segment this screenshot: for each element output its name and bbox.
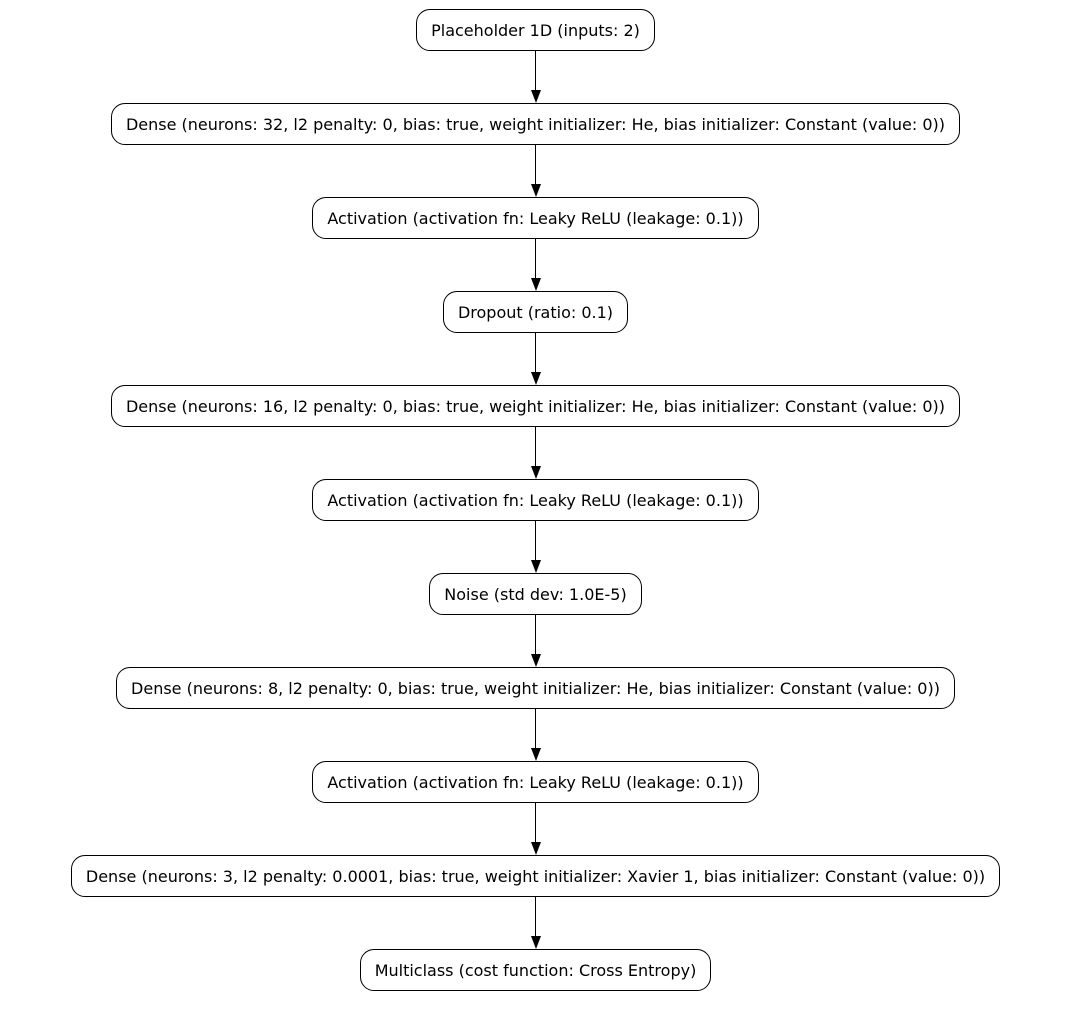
edge-line	[534, 803, 537, 842]
node-activation-2[interactable]: Activation (activation fn: Leaky ReLU (l…	[312, 479, 759, 521]
arrow-down-icon	[530, 90, 541, 103]
edge-line	[534, 427, 537, 466]
edge-connector	[530, 521, 541, 573]
node-multiclass[interactable]: Multiclass (cost function: Cross Entropy…	[359, 949, 712, 991]
edge-connector	[530, 333, 541, 385]
edge-line	[534, 239, 537, 278]
arrow-down-icon	[530, 748, 541, 761]
node-dense-3[interactable]: Dense (neurons: 3, l2 penalty: 0.0001, b…	[70, 855, 1001, 897]
node-placeholder-1d[interactable]: Placeholder 1D (inputs: 2)	[416, 9, 655, 51]
arrow-down-icon	[530, 278, 541, 291]
edge-line	[534, 51, 537, 90]
edge-line	[534, 897, 537, 936]
edge-line	[534, 521, 537, 560]
edge-connector	[530, 709, 541, 761]
node-dropout[interactable]: Dropout (ratio: 0.1)	[442, 291, 629, 333]
node-activation-1[interactable]: Activation (activation fn: Leaky ReLU (l…	[312, 197, 759, 239]
edge-connector	[530, 145, 541, 197]
arrow-down-icon	[530, 560, 541, 573]
arrow-down-icon	[530, 936, 541, 949]
arrow-down-icon	[530, 372, 541, 385]
node-dense-8[interactable]: Dense (neurons: 8, l2 penalty: 0, bias: …	[116, 667, 955, 709]
arrow-down-icon	[530, 184, 541, 197]
edge-connector	[530, 427, 541, 479]
node-activation-3[interactable]: Activation (activation fn: Leaky ReLU (l…	[312, 761, 759, 803]
edge-connector	[530, 615, 541, 667]
edge-line	[534, 615, 537, 654]
edge-connector	[530, 239, 541, 291]
arrow-down-icon	[530, 654, 541, 667]
node-noise[interactable]: Noise (std dev: 1.0E-5)	[429, 573, 642, 615]
edge-connector	[530, 51, 541, 103]
node-dense-16[interactable]: Dense (neurons: 16, l2 penalty: 0, bias:…	[110, 385, 961, 427]
edge-line	[534, 145, 537, 184]
node-dense-32[interactable]: Dense (neurons: 32, l2 penalty: 0, bias:…	[110, 103, 961, 145]
arrow-down-icon	[530, 842, 541, 855]
edge-connector	[530, 803, 541, 855]
edge-line	[534, 709, 537, 748]
edge-connector	[530, 897, 541, 949]
edge-line	[534, 333, 537, 372]
arrow-down-icon	[530, 466, 541, 479]
